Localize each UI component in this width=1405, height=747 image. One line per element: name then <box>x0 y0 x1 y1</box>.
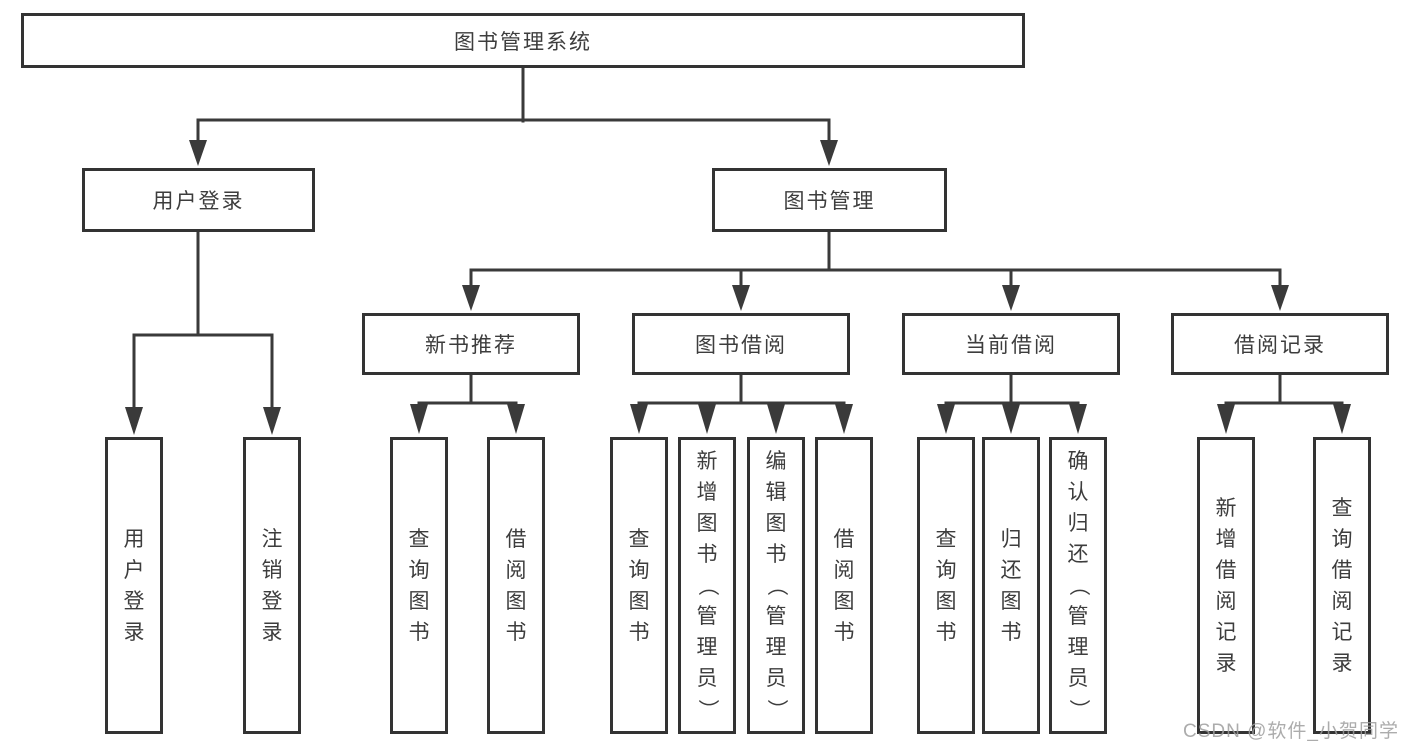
node-borrowing-records: 借阅记录 <box>1171 313 1389 375</box>
node-current-borrowing: 当前借阅 <box>902 313 1120 375</box>
node-user-login-action: 用户登录 <box>105 437 163 734</box>
node-return-books: 归还图书 <box>982 437 1040 734</box>
node-label: 借阅记录 <box>1234 334 1326 357</box>
node-label: 查询借阅记录 <box>1331 496 1353 675</box>
node-edit-book-admin: 编辑图书（管理员） <box>747 437 805 734</box>
node-label: 确认归还（管理员） <box>1066 450 1090 720</box>
node-borrow-books: 借阅图书 <box>815 437 873 734</box>
node-add-borrow-record: 新增借阅记录 <box>1197 437 1255 734</box>
node-user-login: 用户登录 <box>82 168 315 232</box>
node-library-management-system: 图书管理系统 <box>21 13 1025 68</box>
node-label: 新增图书（管理员） <box>695 450 719 720</box>
node-label: 借阅图书 <box>505 527 527 644</box>
node-label: 查询图书 <box>408 527 430 644</box>
node-confirm-return-admin: 确认归还（管理员） <box>1049 437 1107 734</box>
node-query-books: 查询图书 <box>917 437 975 734</box>
node-book-management: 图书管理 <box>712 168 947 232</box>
node-label: 新增借阅记录 <box>1215 496 1237 675</box>
watermark: CSDN @软件_小贺同学 <box>1183 721 1399 742</box>
node-add-book-admin: 新增图书（管理员） <box>678 437 736 734</box>
node-query-borrow-record: 查询借阅记录 <box>1313 437 1371 734</box>
node-query-books: 查询图书 <box>390 437 448 734</box>
node-label: 当前借阅 <box>965 334 1057 357</box>
node-label: 图书管理系统 <box>454 30 592 54</box>
node-borrow-books: 借阅图书 <box>487 437 545 734</box>
node-label: 图书管理 <box>783 190 876 213</box>
node-label: 编辑图书（管理员） <box>764 450 788 720</box>
node-label: 查询图书 <box>935 527 957 644</box>
node-logout: 注销登录 <box>243 437 301 734</box>
node-label: 用户登录 <box>123 527 145 644</box>
node-label: 图书借阅 <box>695 334 787 357</box>
node-label: 新书推荐 <box>425 334 517 357</box>
node-label: 用户登录 <box>152 190 245 213</box>
node-new-book-recommendation: 新书推荐 <box>362 313 580 375</box>
node-label: 归还图书 <box>1000 527 1022 644</box>
node-book-borrowing: 图书借阅 <box>632 313 850 375</box>
node-label: 注销登录 <box>261 527 283 644</box>
node-label: 借阅图书 <box>833 527 855 644</box>
node-label: 查询图书 <box>628 527 650 644</box>
node-query-books: 查询图书 <box>610 437 668 734</box>
